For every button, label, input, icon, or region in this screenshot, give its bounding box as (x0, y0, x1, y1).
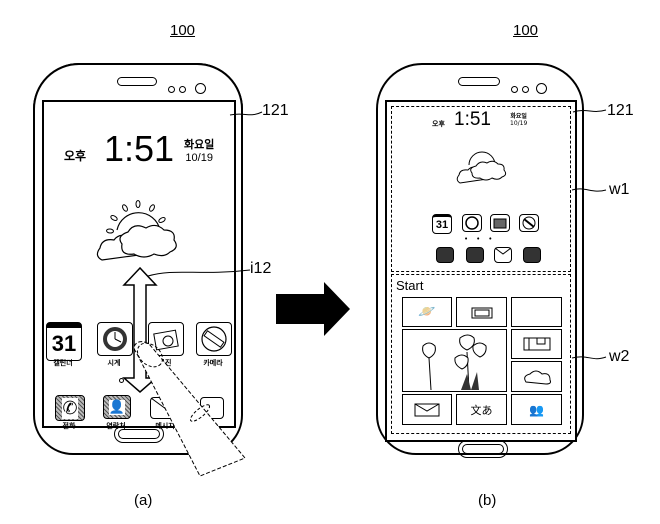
start-title: Start (396, 278, 424, 293)
sensor-dot (522, 86, 529, 93)
screen-ref-label-b: 121 (607, 102, 634, 119)
device-ref-label-b: 100 (513, 22, 539, 39)
clock-time: 1:51 (454, 109, 491, 130)
app-label: 시계 (107, 359, 121, 367)
contacts-icon[interactable] (466, 247, 484, 263)
sensor-dot (168, 86, 175, 93)
date: 10/19 (185, 152, 213, 164)
device-ref-label-a: 100 (170, 22, 196, 39)
contacts-icon[interactable]: 👤 (103, 395, 131, 419)
window-w2[interactable]: Start 🪐 文あ 👥 (391, 274, 571, 434)
screen-a: 오후 1:51 화요일 10/19 (42, 100, 236, 428)
translate-tile[interactable]: 文あ (456, 394, 507, 425)
window-w1-ref-label: w1 (609, 181, 630, 198)
phone-icon[interactable]: ✆ (55, 395, 85, 421)
weekday: 화요일 (510, 113, 527, 120)
arrow-ref-label: i12 (250, 260, 272, 277)
date: 10/19 (510, 120, 528, 127)
sensor-dot (179, 86, 186, 93)
app-label: 전화 (62, 422, 76, 430)
transition-arrow-icon (276, 282, 350, 336)
clock-icon[interactable] (97, 322, 133, 356)
screen-b: 오후 1:51 화요일 10/19 31 ••• Start 🪐 文あ (385, 100, 577, 442)
caption-b: (b) (478, 492, 497, 509)
ampm-label: 오후 (432, 120, 445, 128)
window-w1[interactable]: 오후 1:51 화요일 10/19 31 ••• (391, 106, 571, 272)
calendar-icon[interactable]: 31 (432, 214, 452, 234)
app-label: 카메라 (203, 359, 223, 367)
app-label: 메시지 (155, 422, 175, 430)
ampm-label: 오후 (64, 149, 87, 163)
sun-cloud-icon (96, 200, 177, 261)
sensor-dot (511, 86, 518, 93)
swipe-arrow-i12 (122, 111, 263, 477)
date-block: 화요일 10/19 (510, 111, 527, 127)
sun-cloud-icon (456, 151, 507, 184)
briefcase-tile[interactable] (456, 297, 507, 327)
internet-tile[interactable]: 🪐 (402, 297, 452, 327)
home-icon[interactable] (523, 247, 541, 263)
clock-icon[interactable] (462, 214, 482, 232)
page-indicator: ••• (464, 235, 501, 243)
screen-ref-label-a: 121 (262, 102, 289, 119)
camera-icon[interactable] (519, 214, 539, 232)
window-w2-ref-label: w2 (609, 348, 630, 365)
speaker (458, 77, 500, 86)
weekday: 화요일 (184, 138, 215, 151)
app-label: 연락처 (106, 422, 126, 430)
cloud-tile[interactable] (511, 361, 562, 392)
store-tile[interactable] (511, 329, 562, 359)
speaker (117, 77, 157, 86)
camera-icon[interactable] (196, 322, 232, 356)
blank-tile[interactable] (511, 297, 562, 327)
front-camera (536, 83, 547, 94)
gallery-icon[interactable] (490, 214, 510, 232)
message-icon[interactable] (494, 247, 512, 263)
calendar-icon[interactable]: 31 (46, 322, 82, 361)
caption-a: (a) (134, 492, 153, 509)
mail-tile[interactable] (402, 394, 452, 425)
flower-photo-tile[interactable] (402, 329, 507, 392)
clock-time: 1:51 (104, 128, 175, 169)
people-tile[interactable]: 👥 (511, 394, 562, 425)
page-indicator (119, 378, 124, 383)
front-camera (195, 83, 206, 94)
phone-icon[interactable] (436, 247, 454, 263)
app-label: 캘린더 (53, 359, 73, 367)
date-block: 화요일 10/19 (184, 136, 214, 164)
